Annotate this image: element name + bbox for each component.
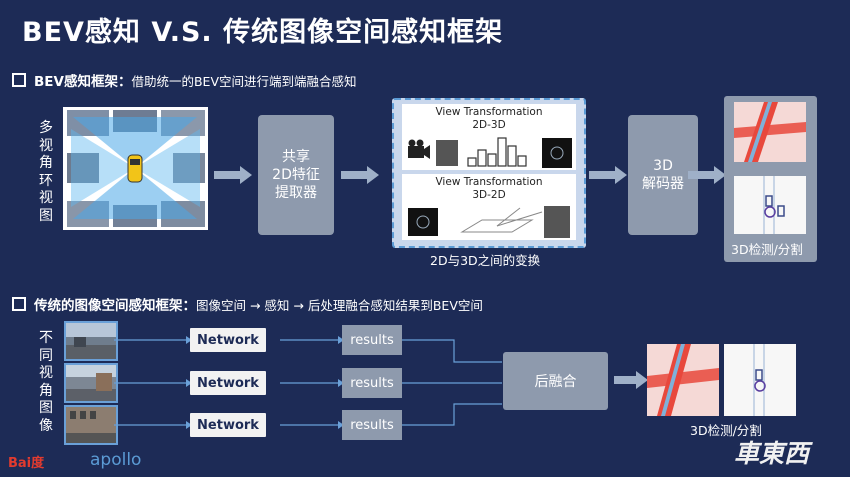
multi-view-label: 多视角环视图 bbox=[39, 120, 53, 224]
network-box-1: Network bbox=[190, 328, 266, 352]
different-views-label: 不同视角图像 bbox=[39, 330, 53, 434]
vt-2d-3d-card: View Transformation 2D-3D bbox=[402, 104, 576, 170]
slide-title: BEV感知 V.S. 传统图像空间感知框架 bbox=[22, 17, 504, 48]
bev-output-panel: 3D检测/分割 bbox=[724, 96, 817, 262]
lidar-scan-icon bbox=[416, 215, 430, 229]
view-image-2 bbox=[64, 363, 118, 403]
trad-section-heading: 传统的图像空间感知框架：图像空间 → 感知 → 后处理融合感知结果到BEV空间 bbox=[12, 294, 483, 314]
results-box-3: results bbox=[342, 410, 402, 440]
bev-detection-map bbox=[734, 176, 806, 234]
results-box-1: results bbox=[342, 325, 402, 355]
trad-output-caption: 3D检测/分割 bbox=[690, 423, 762, 438]
baidu-paw-icon: Bai度 bbox=[8, 456, 45, 471]
watermark: 車東西 bbox=[734, 439, 810, 468]
arrow-right-icon bbox=[341, 166, 379, 184]
surround-view-graphic bbox=[63, 107, 208, 230]
arrow-right-icon bbox=[214, 166, 252, 184]
arrow-right-icon bbox=[614, 371, 648, 389]
bev-output-caption: 3D检测/分割 bbox=[731, 242, 803, 257]
bev-section-heading: BEV感知框架：借助统一的BEV空间进行端到端融合感知 bbox=[12, 70, 357, 90]
camera-icon bbox=[408, 139, 430, 159]
square-bullet-icon bbox=[12, 73, 26, 87]
bev-segmentation-map bbox=[734, 102, 806, 162]
view-image-3 bbox=[64, 405, 118, 445]
apollo-logo: apollo bbox=[90, 450, 142, 470]
histogram-icon bbox=[467, 137, 527, 167]
vt-3d-2d-title: View Transformation 3D-2D bbox=[435, 176, 543, 201]
trad-segmentation-map bbox=[647, 344, 719, 416]
view-image-1 bbox=[64, 321, 118, 361]
view-transformation-group: View Transformation 2D-3D View Transform… bbox=[392, 98, 586, 248]
trad-detection-map bbox=[724, 344, 796, 416]
3d-decoder: 3D 解码器 bbox=[628, 115, 698, 235]
arrow-right-icon bbox=[688, 166, 726, 184]
square-bullet-icon bbox=[12, 297, 26, 311]
vt-3d-2d-graphic bbox=[408, 206, 570, 238]
lidar-scan-icon bbox=[550, 146, 564, 160]
baidu-logo: Bai度 bbox=[8, 452, 44, 471]
results-box-2: results bbox=[342, 368, 402, 398]
network-box-2: Network bbox=[190, 371, 266, 395]
vt-2d-3d-graphic bbox=[408, 137, 572, 168]
shared-2d-feature-extractor: 共享 2D特征 提取器 bbox=[258, 115, 334, 235]
vt-3d-2d-card: View Transformation 3D-2D bbox=[402, 174, 576, 240]
vt-caption: 2D与3D之间的变换 bbox=[430, 253, 541, 268]
trad-connectors bbox=[114, 336, 502, 429]
late-fusion-box: 后融合 bbox=[503, 352, 608, 410]
surround-view-image bbox=[63, 107, 208, 230]
vt-2d-3d-title: View Transformation 2D-3D bbox=[435, 106, 543, 131]
network-box-3: Network bbox=[190, 413, 266, 437]
arrow-right-icon bbox=[589, 166, 627, 184]
